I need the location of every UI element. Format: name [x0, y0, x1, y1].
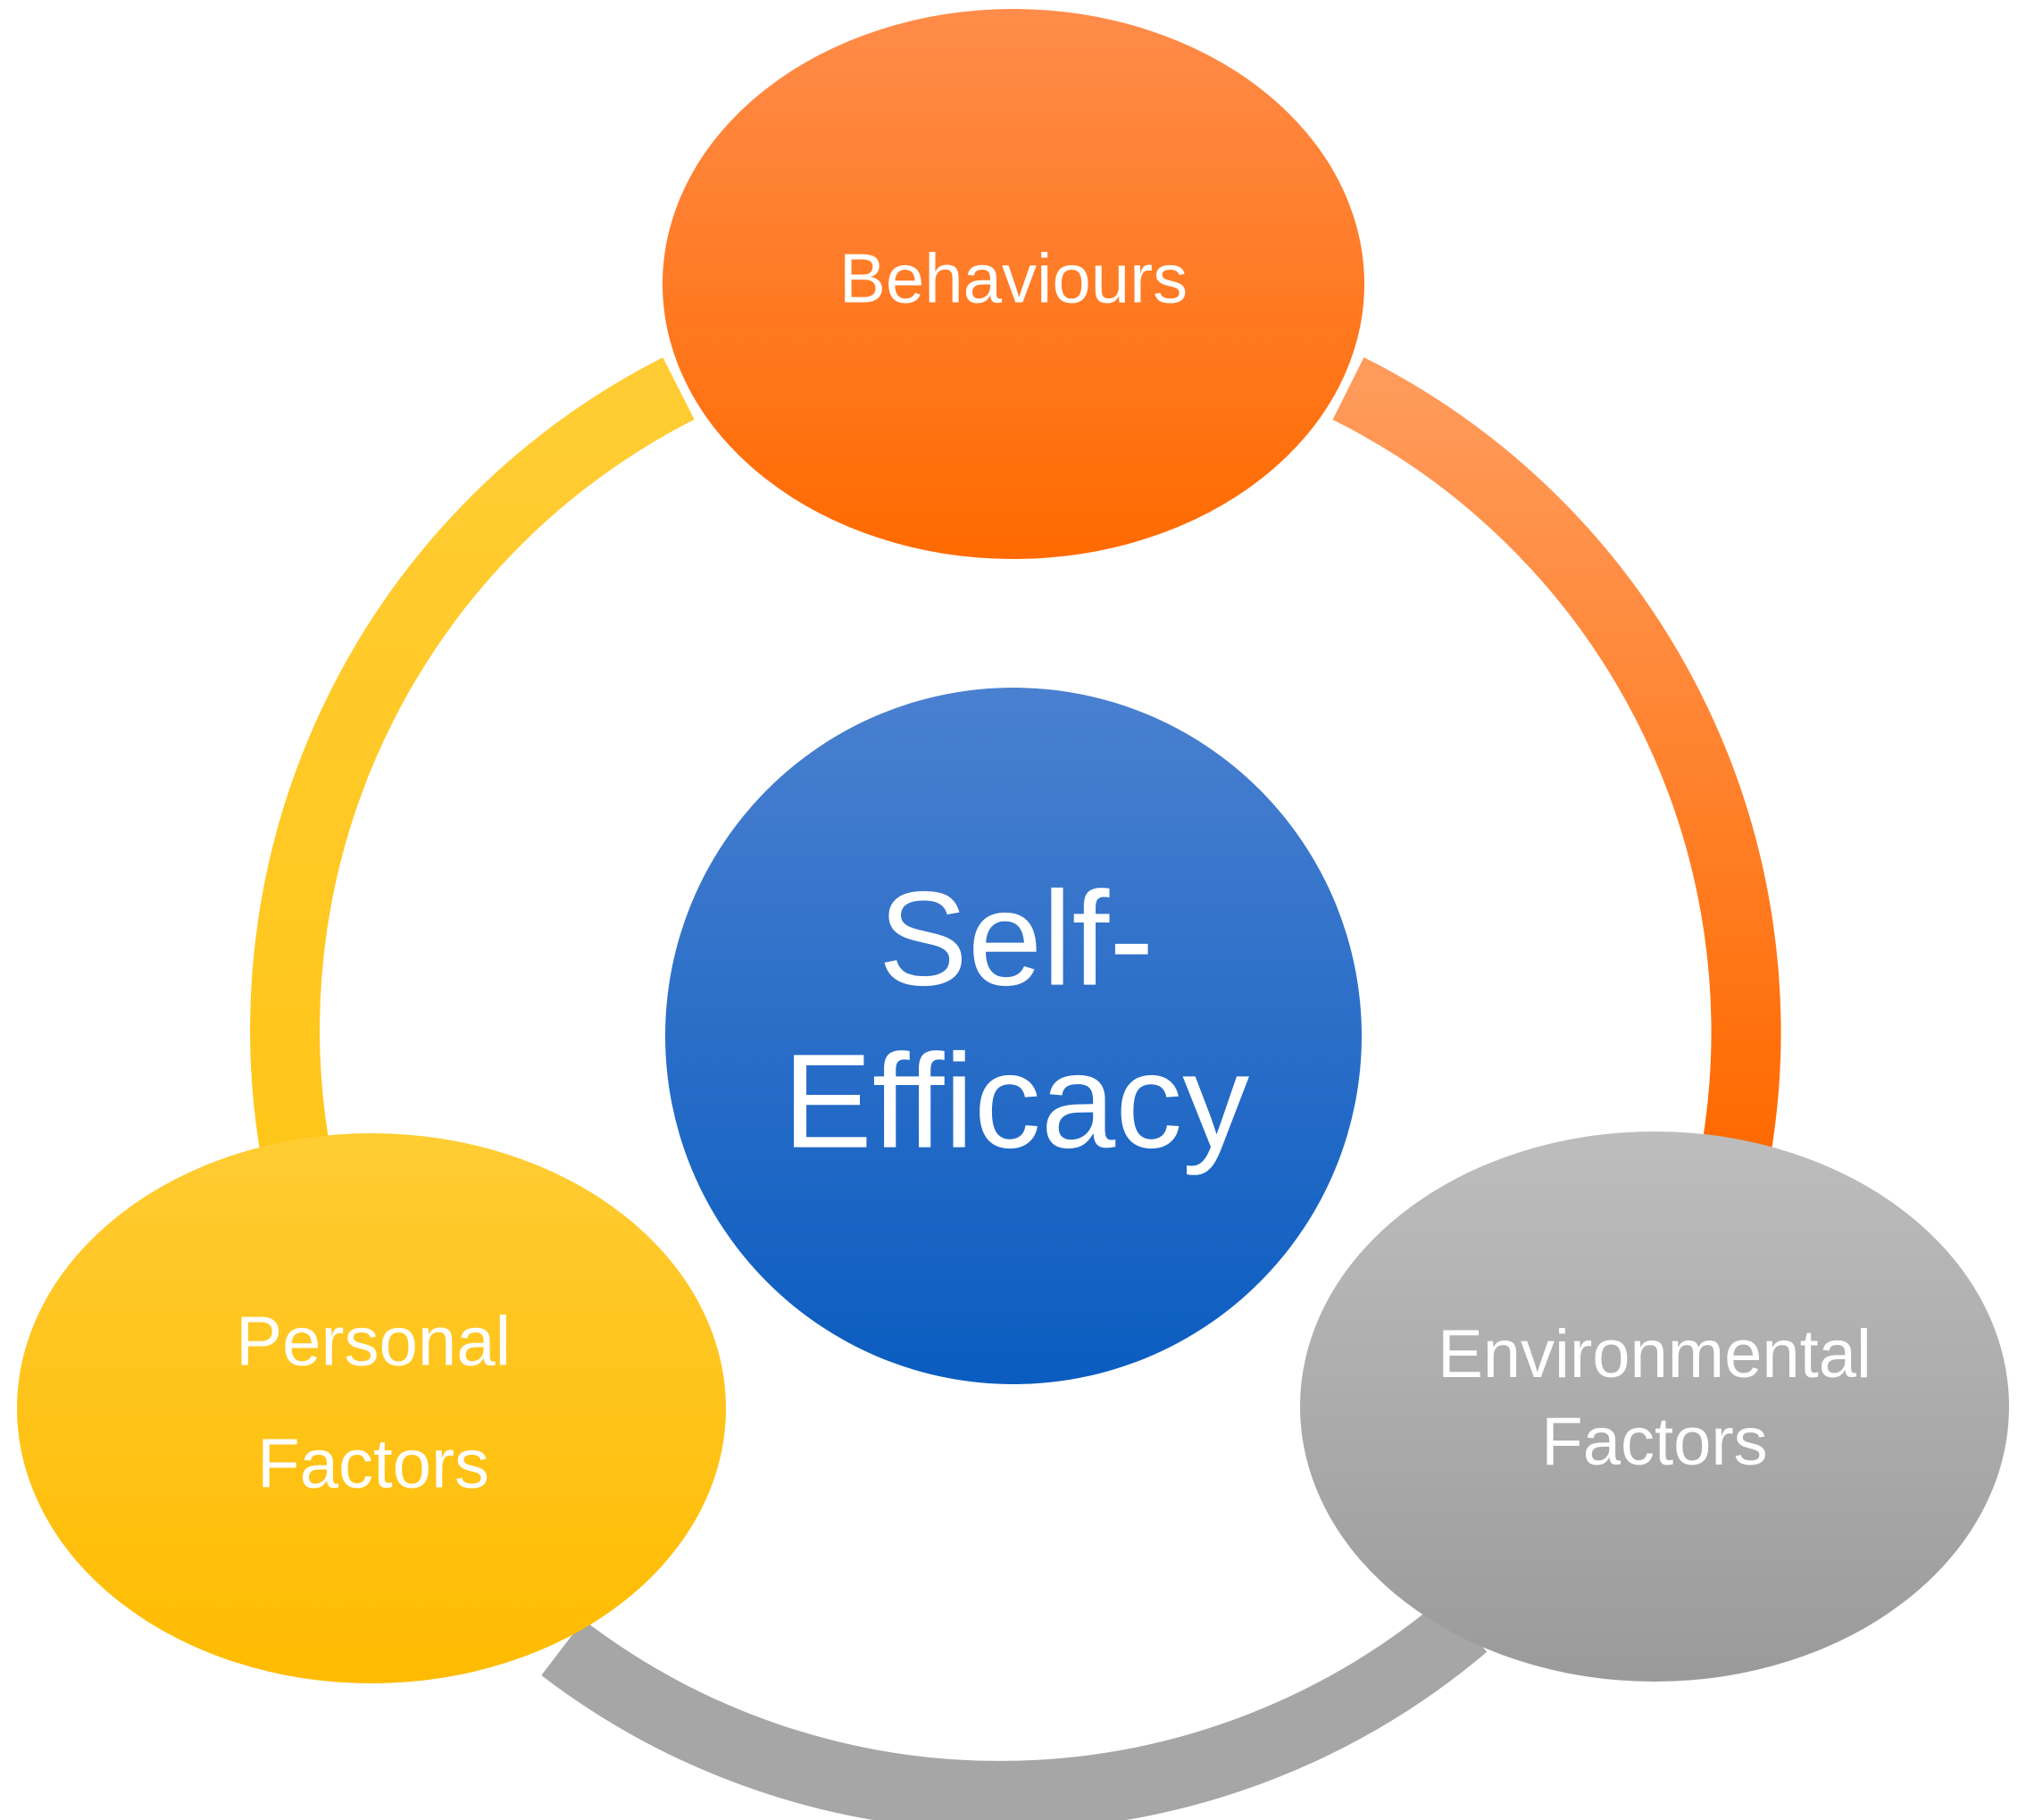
- self-efficacy-label-line1: Self-: [879, 864, 1154, 1014]
- connector-personal-to-behaviours: [250, 357, 695, 1154]
- self-efficacy-circle: [665, 688, 1362, 1384]
- environmental-factors-label-line2: Factors: [1541, 1404, 1767, 1480]
- personal-factors-node: Personal Factors: [17, 1133, 726, 1683]
- environmental-factors-ellipse: [1300, 1131, 2009, 1682]
- personal-factors-label-line2: Factors: [257, 1424, 489, 1503]
- environmental-factors-label-line1: Environmental: [1438, 1316, 1872, 1392]
- behaviours-label: Behaviours: [839, 239, 1188, 318]
- connector-environmental-to-personal: [541, 1599, 1488, 1820]
- behaviours-ellipse: [663, 9, 1364, 559]
- connector-behaviours-to-environmental: [1332, 357, 1781, 1154]
- self-efficacy-core: Self- Efficacy: [665, 688, 1362, 1384]
- personal-factors-label-line1: Personal: [236, 1302, 511, 1381]
- self-efficacy-label-line2: Efficacy: [783, 1026, 1249, 1176]
- personal-factors-ellipse: [17, 1133, 726, 1683]
- environmental-factors-node: Environmental Factors: [1300, 1131, 2009, 1682]
- behaviours-node: Behaviours: [663, 9, 1364, 559]
